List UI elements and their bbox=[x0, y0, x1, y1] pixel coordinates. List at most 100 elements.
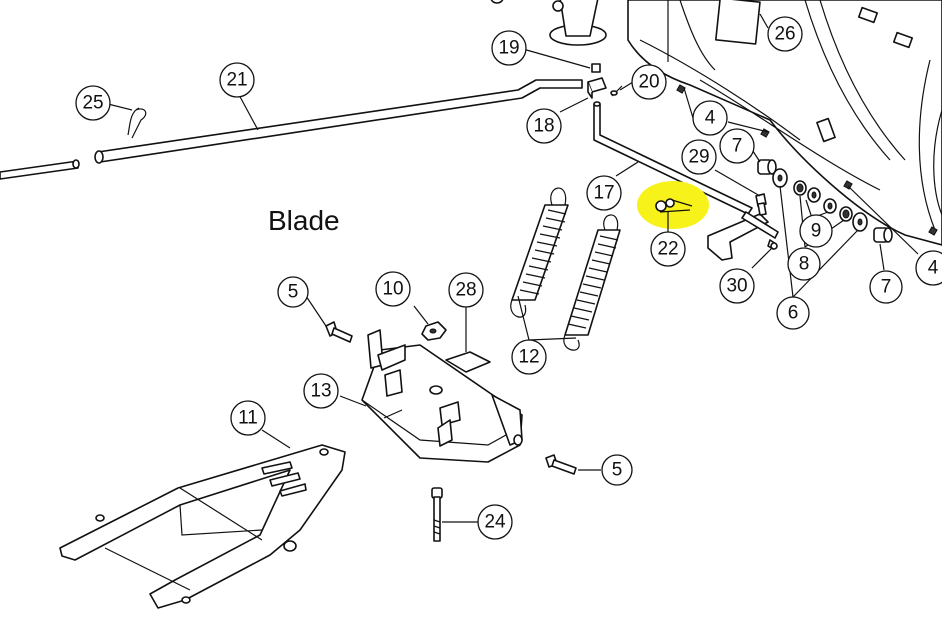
callout-label: 19 bbox=[498, 38, 519, 59]
nut-19 bbox=[591, 63, 601, 73]
callout-label: 30 bbox=[726, 276, 747, 297]
callout-label: 24 bbox=[484, 512, 506, 533]
callout-21: 21 bbox=[219, 62, 255, 98]
callout-label: 5 bbox=[612, 460, 623, 481]
callout-label: 20 bbox=[638, 72, 659, 93]
callout-circle bbox=[681, 139, 717, 175]
callout-4-upper: 4 bbox=[692, 100, 728, 136]
blade-assembly bbox=[627, 0, 942, 246]
callout-25: 25 bbox=[75, 85, 111, 121]
callout-29: 29 bbox=[681, 139, 717, 175]
callout-circle bbox=[776, 296, 810, 330]
callout-label: 12 bbox=[518, 347, 539, 368]
callout-circle bbox=[375, 271, 411, 307]
callout-28: 28 bbox=[448, 272, 484, 308]
callout-circle bbox=[650, 231, 686, 267]
callout-circle bbox=[477, 504, 513, 540]
callout-label: 13 bbox=[310, 381, 331, 402]
callout-circle bbox=[511, 339, 547, 375]
callout-13: 13 bbox=[303, 373, 339, 409]
callout-circle bbox=[787, 247, 821, 281]
callout-label: 9 bbox=[811, 221, 822, 242]
callout-circle bbox=[631, 64, 667, 100]
callout-label: 29 bbox=[688, 147, 709, 168]
callout-22: 22 bbox=[650, 231, 686, 267]
washer-6-lower bbox=[852, 212, 868, 232]
callout-circle bbox=[601, 454, 633, 486]
callout-label: 25 bbox=[82, 93, 103, 114]
callout-12: 12 bbox=[511, 339, 547, 375]
callout-label: 28 bbox=[455, 280, 476, 301]
callout-label: 7 bbox=[881, 277, 892, 298]
callout-circle bbox=[915, 250, 942, 286]
callout-circle bbox=[692, 100, 728, 136]
clip-22-highlighted bbox=[637, 181, 709, 229]
callout-circle bbox=[75, 85, 111, 121]
washer-6-upper bbox=[772, 168, 788, 188]
nut-30 bbox=[770, 242, 778, 250]
callout-8: 8 bbox=[787, 247, 821, 281]
mount-frame-13 bbox=[361, 329, 523, 463]
callout-label: 7 bbox=[732, 136, 743, 157]
washer-8-upper bbox=[793, 180, 807, 196]
callout-circle bbox=[448, 272, 484, 308]
callout-label: 17 bbox=[593, 183, 614, 204]
callout-6: 6 bbox=[776, 296, 810, 330]
callout-5-upper: 5 bbox=[277, 276, 309, 308]
section-label: Blade bbox=[268, 205, 340, 236]
callout-label: 10 bbox=[382, 279, 403, 300]
bushing-7-upper bbox=[757, 159, 777, 175]
callout-label: 22 bbox=[657, 239, 678, 260]
callout-4-lower: 4 bbox=[915, 250, 942, 286]
callout-circle bbox=[526, 108, 562, 144]
lever-bracket bbox=[707, 211, 779, 261]
callout-18: 18 bbox=[526, 108, 562, 144]
bolt-29 bbox=[755, 193, 767, 216]
bolt-24 bbox=[431, 487, 443, 542]
bolt-5-upper bbox=[325, 321, 353, 343]
callout-24: 24 bbox=[477, 504, 513, 540]
nut-9-upper bbox=[807, 187, 821, 203]
callout-11: 11 bbox=[230, 400, 266, 436]
callout-circle bbox=[719, 268, 755, 304]
callout-7-lower: 7 bbox=[869, 270, 903, 304]
bushing-7-lower bbox=[873, 227, 893, 243]
callout-circle bbox=[303, 373, 339, 409]
lift-rod-21 bbox=[0, 79, 583, 180]
callout-circle bbox=[767, 16, 803, 52]
nut-9-lower bbox=[823, 198, 837, 214]
callout-label: 11 bbox=[238, 408, 258, 429]
callout-5-lower: 5 bbox=[601, 454, 633, 486]
cotter-pin-25 bbox=[127, 107, 147, 139]
callout-label: 18 bbox=[533, 116, 554, 137]
a-frame-11 bbox=[59, 444, 346, 609]
callout-circle bbox=[869, 270, 903, 304]
callout-label: 6 bbox=[788, 303, 799, 324]
leader-lines bbox=[107, 13, 919, 523]
callout-19: 19 bbox=[491, 30, 527, 66]
callout-circle bbox=[219, 62, 255, 98]
callout-26: 26 bbox=[767, 16, 803, 52]
callout-circle bbox=[719, 128, 755, 164]
bolt-5-lower bbox=[545, 454, 577, 475]
callout-30: 30 bbox=[719, 268, 755, 304]
part-18-block bbox=[587, 77, 607, 99]
callout-17: 17 bbox=[586, 175, 622, 211]
callout-label: 8 bbox=[799, 254, 810, 275]
nut-10 bbox=[421, 321, 447, 341]
callout-circle bbox=[277, 276, 309, 308]
callout-20: 20 bbox=[631, 64, 667, 100]
plate-28 bbox=[445, 351, 491, 373]
callout-circle bbox=[586, 175, 622, 211]
callout-label: 5 bbox=[288, 282, 299, 303]
callout-label: 4 bbox=[705, 108, 716, 129]
pin-20 bbox=[610, 85, 623, 97]
spring-12-left bbox=[510, 187, 569, 318]
callout-7-upper: 7 bbox=[719, 128, 755, 164]
callout-label: 4 bbox=[928, 258, 939, 279]
rod-17 bbox=[593, 101, 753, 215]
callout-9: 9 bbox=[799, 214, 833, 248]
callout-circle bbox=[230, 400, 266, 436]
callout-label: 26 bbox=[774, 24, 795, 45]
